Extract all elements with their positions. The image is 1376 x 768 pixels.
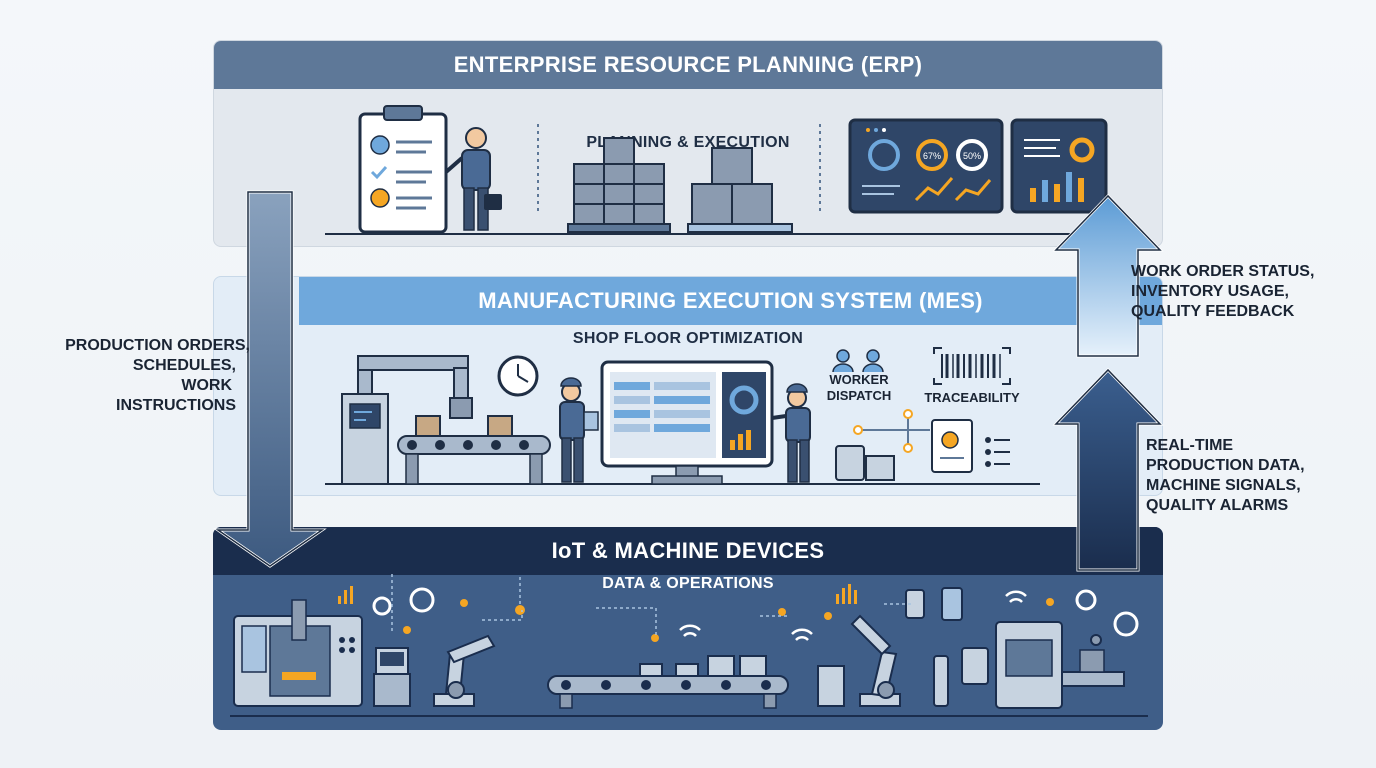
- iot-subtitle: DATA & OPERATIONS: [602, 575, 774, 592]
- inventory-pallet-icon: [567, 137, 671, 233]
- iot-title: IoT & MACHINE DEVICES: [213, 527, 1163, 575]
- mes-title: MANUFACTURING EXECUTION SYSTEM (MES): [299, 277, 1162, 325]
- gauge-left-label: 67%: [923, 151, 941, 161]
- upward-flow-arrow-bottom: [1052, 367, 1164, 572]
- up-flow-bottom-line-3: MACHINE SIGNALS,: [1146, 477, 1301, 494]
- down-flow-label: PRODUCTION ORDERS, SCHEDULES, WORK INSTR…: [30, 336, 250, 416]
- up-flow-top-line-2: INVENTORY USAGE,: [1131, 283, 1289, 300]
- up-flow-top-line-3: QUALITY FEEDBACK: [1131, 303, 1295, 320]
- device-icon: [817, 587, 989, 707]
- operator-icon: [559, 377, 599, 483]
- conveyor-icon: [397, 415, 551, 485]
- worker-dispatch-icon: [832, 349, 884, 373]
- erp-subtitle: PLANNING & EXECUTION: [586, 134, 790, 151]
- boxes-stack-icon: [687, 147, 793, 233]
- worker-dispatch-line1: WORKER: [829, 372, 889, 387]
- cnc-machine-icon: [233, 599, 363, 707]
- erp-title: ENTERPRISE RESOURCE PLANNING (ERP): [214, 41, 1162, 89]
- mes-monitor-icon: [600, 360, 774, 485]
- gauge-right-label: 50%: [963, 151, 981, 161]
- connection-lines: [391, 574, 914, 636]
- terminal-icon: [373, 647, 411, 707]
- traceability-network-icon: [835, 409, 1010, 481]
- down-flow-line-2: SCHEDULES,: [132, 357, 236, 374]
- worker-dispatch-label: WORKER DISPATCH: [818, 372, 900, 404]
- control-cabinet-icon: [341, 393, 389, 485]
- up-flow-bottom-line-1: REAL-TIME: [1146, 437, 1234, 454]
- mes-subtitle: SHOP FLOOR OPTIMIZATION: [572, 330, 804, 347]
- up-flow-bottom-label: REAL-TIME PRODUCTION DATA, MACHINE SIGNA…: [1146, 436, 1366, 516]
- signal-dot-icon: [403, 598, 1054, 642]
- packaging-machine-icon: [995, 621, 1125, 709]
- up-flow-top-line-1: WORK ORDER STATUS,: [1131, 263, 1315, 280]
- up-flow-bottom-line-2: PRODUCTION DATA,: [1146, 457, 1305, 474]
- worker-dispatch-line2: DISPATCH: [826, 388, 892, 403]
- gear-icon: [372, 587, 1139, 637]
- erp-dashboard-icon: 67% 50%: [848, 118, 1004, 214]
- traceability-label: TRACEABILITY: [924, 390, 1020, 405]
- industrial-robot-icon: [433, 634, 1102, 707]
- upward-flow-arrow-top: [1052, 193, 1164, 358]
- up-flow-bottom-line-4: QUALITY ALARMS: [1146, 497, 1289, 514]
- up-flow-top-label: WORK ORDER STATUS, INVENTORY USAGE, QUAL…: [1131, 262, 1361, 322]
- downward-flow-arrow: [213, 190, 327, 568]
- down-flow-line-3: WORK: [181, 377, 232, 394]
- conveyor-belt-icon: [547, 655, 789, 709]
- down-flow-line-1: PRODUCTION ORDERS,: [65, 337, 250, 354]
- bar-chart-icon: [338, 584, 857, 604]
- robot-arm-icon: [850, 614, 901, 707]
- erp-report-icon: [1010, 118, 1108, 214]
- down-flow-line-4: INSTRUCTIONS: [116, 397, 236, 414]
- robotic-arm-icon: [357, 355, 473, 419]
- barcode-icon: [933, 347, 1011, 385]
- clipboard-icon: [358, 105, 448, 234]
- clock-icon: [497, 355, 539, 397]
- manager-icon: [444, 127, 502, 231]
- wifi-icon: [679, 590, 1027, 641]
- technician-icon: [771, 383, 811, 483]
